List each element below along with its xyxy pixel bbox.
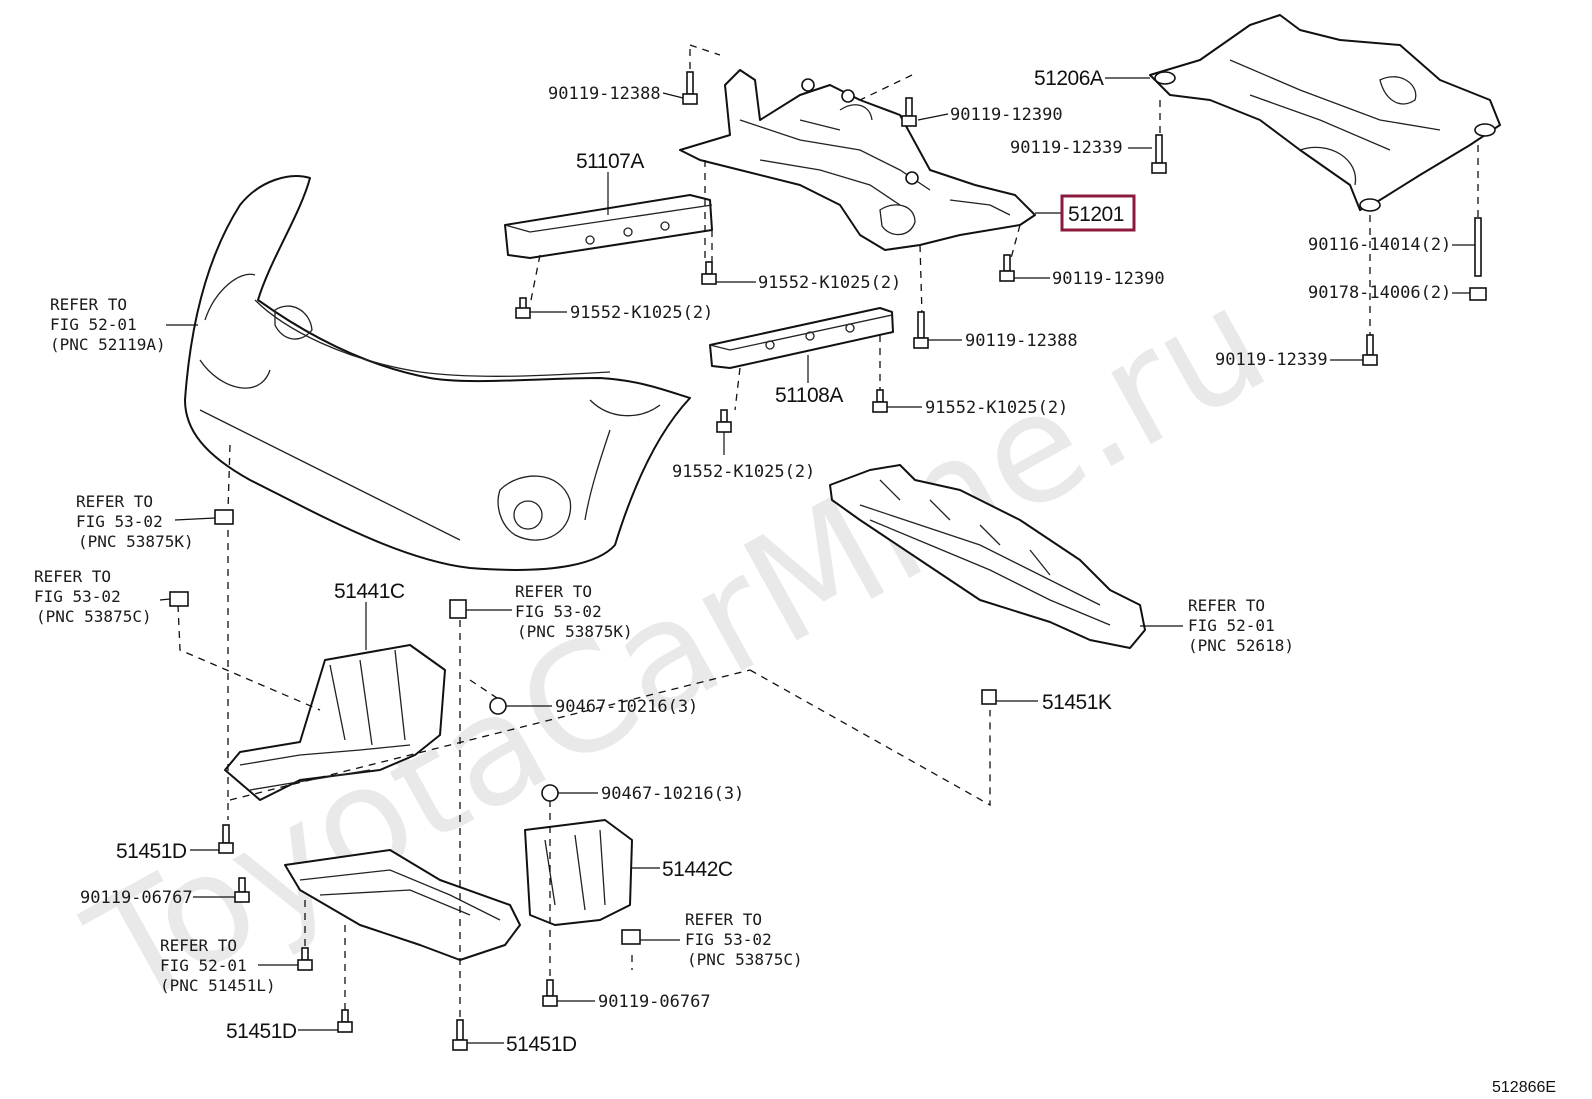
bolt-icon — [515, 297, 531, 319]
part-label-51107a[interactable]: 51107A — [576, 150, 645, 173]
svg-text:FIG 53-02: FIG 53-02 — [515, 602, 602, 621]
svg-text:REFER TO: REFER TO — [685, 910, 762, 929]
svg-text:REFER TO: REFER TO — [76, 492, 153, 511]
svg-text:(PNC 53875C): (PNC 53875C) — [687, 950, 803, 969]
reference-note[interactable]: REFER TO FIG 52-01 (PNC 52119A) — [50, 295, 166, 354]
svg-text:(PNC 52119A): (PNC 52119A) — [50, 335, 166, 354]
bolt-icon — [1362, 334, 1378, 366]
reference-note[interactable]: REFER TO FIG 53-02 (PNC 53875C) — [34, 567, 152, 626]
bolt-icon — [682, 71, 698, 105]
bolt-icon — [1151, 134, 1167, 174]
fastener-label[interactable]: 90119-06767 — [598, 992, 711, 1012]
fastener-label[interactable]: 90119-12390 — [950, 105, 1063, 125]
fastener-label[interactable]: 90119-12339 — [1010, 138, 1123, 158]
part-label-51451d[interactable]: 51451D — [116, 840, 187, 863]
fastener-label[interactable]: 90116-14014(2) — [1308, 235, 1451, 255]
svg-text:(PNC 53875C): (PNC 53875C) — [36, 607, 152, 626]
reference-note[interactable]: REFER TO FIG 53-02 (PNC 53875C) — [685, 910, 803, 969]
fastener-label[interactable]: 90119-12339 — [1215, 350, 1328, 370]
part-label-51108a[interactable]: 51108A — [775, 384, 844, 407]
bolt-icon — [872, 389, 888, 413]
bolt-icon — [913, 311, 929, 349]
bolt-icon — [716, 409, 732, 433]
reference-note[interactable]: REFER TO FIG 52-01 (PNC 51451L) — [160, 936, 276, 995]
fastener-label[interactable]: 90119-12388 — [965, 331, 1078, 351]
dashed-assembly-lines — [177, 44, 1479, 1040]
brace-51108a — [709, 307, 894, 369]
rear-crossmember — [1149, 14, 1501, 212]
part-label-51206a[interactable]: 51206A — [1034, 67, 1104, 90]
fastener-label[interactable]: 91552-K1025(2) — [925, 398, 1068, 418]
part-label-51441c[interactable]: 51441C — [334, 580, 405, 603]
solid-leader-lines — [159, 77, 1475, 1044]
fastener-label[interactable]: 90178-14006(2) — [1308, 283, 1451, 303]
front-crossmember — [679, 69, 1036, 251]
part-label-51201[interactable]: 51201 — [1068, 203, 1124, 226]
svg-text:REFER TO: REFER TO — [1188, 596, 1265, 615]
fastener-icons — [169, 71, 1487, 1051]
part-label-51451d[interactable]: 51451D — [226, 1020, 297, 1043]
svg-text:REFER TO: REFER TO — [160, 936, 237, 955]
stud-icon — [1474, 217, 1482, 277]
svg-text:(PNC 51451L): (PNC 51451L) — [160, 976, 276, 995]
bolt-icon — [218, 824, 234, 854]
svg-text:(PNC 53875K): (PNC 53875K) — [517, 622, 633, 641]
part-label-51451d[interactable]: 51451D — [506, 1033, 577, 1056]
diagram-code: 512866E — [1492, 1079, 1556, 1096]
fastener-label[interactable]: 91552-K1025(2) — [570, 303, 713, 323]
engine-under-cover — [829, 464, 1146, 649]
nut-icon — [1469, 287, 1487, 301]
bolt-icon — [337, 1009, 353, 1033]
svg-text:FIG 53-02: FIG 53-02 — [76, 512, 163, 531]
fastener-label[interactable]: 90467-10216(3) — [555, 697, 698, 717]
bolt-icon — [452, 1019, 468, 1051]
svg-text:REFER TO: REFER TO — [515, 582, 592, 601]
fastener-label[interactable]: 90119-12390 — [1052, 269, 1165, 289]
clip-icon — [214, 509, 234, 525]
svg-text:REFER TO: REFER TO — [34, 567, 111, 586]
bolt-icon — [901, 97, 917, 127]
fastener-label[interactable]: 90467-10216(3) — [601, 784, 744, 804]
bolt-icon — [701, 261, 717, 285]
part-label-51451k[interactable]: 51451K — [1042, 691, 1112, 714]
part-label-51442c[interactable]: 51442C — [662, 858, 733, 881]
highlight-box — [1060, 194, 1136, 232]
reference-note[interactable]: REFER TO FIG 53-02 (PNC 53875K) — [515, 582, 633, 641]
svg-text:FIG 52-01: FIG 52-01 — [50, 315, 137, 334]
fastener-label[interactable]: 91552-K1025(2) — [758, 273, 901, 293]
clip-icon — [981, 689, 997, 705]
reference-note[interactable]: REFER TO FIG 53-02 (PNC 53875K) — [76, 492, 194, 551]
bolt-icon — [999, 254, 1015, 282]
clip-icon — [449, 599, 467, 619]
svg-text:FIG 53-02: FIG 53-02 — [685, 930, 772, 949]
under-cover-51442c — [284, 819, 633, 961]
fastener-label[interactable]: 91552-K1025(2) — [672, 462, 815, 482]
svg-text:FIG 52-01: FIG 52-01 — [1188, 616, 1275, 635]
clip-icon — [489, 697, 507, 715]
svg-text:FIG 52-01: FIG 52-01 — [160, 956, 247, 975]
svg-text:REFER TO: REFER TO — [50, 295, 127, 314]
fastener-label[interactable]: 90119-06767 — [80, 888, 193, 908]
clip-icon — [541, 784, 559, 802]
bolt-icon — [542, 979, 558, 1007]
front-bumper-cover — [184, 175, 691, 571]
svg-text:(PNC 53875K): (PNC 53875K) — [78, 532, 194, 551]
reference-note[interactable]: REFER TO FIG 52-01 (PNC 52618) — [1188, 596, 1294, 655]
clip-icon — [169, 591, 189, 607]
svg-text:FIG 53-02: FIG 53-02 — [34, 587, 121, 606]
svg-text:(PNC 52618): (PNC 52618) — [1188, 636, 1294, 655]
clip-icon — [621, 929, 641, 945]
fastener-label[interactable]: 90119-12388 — [548, 84, 661, 104]
